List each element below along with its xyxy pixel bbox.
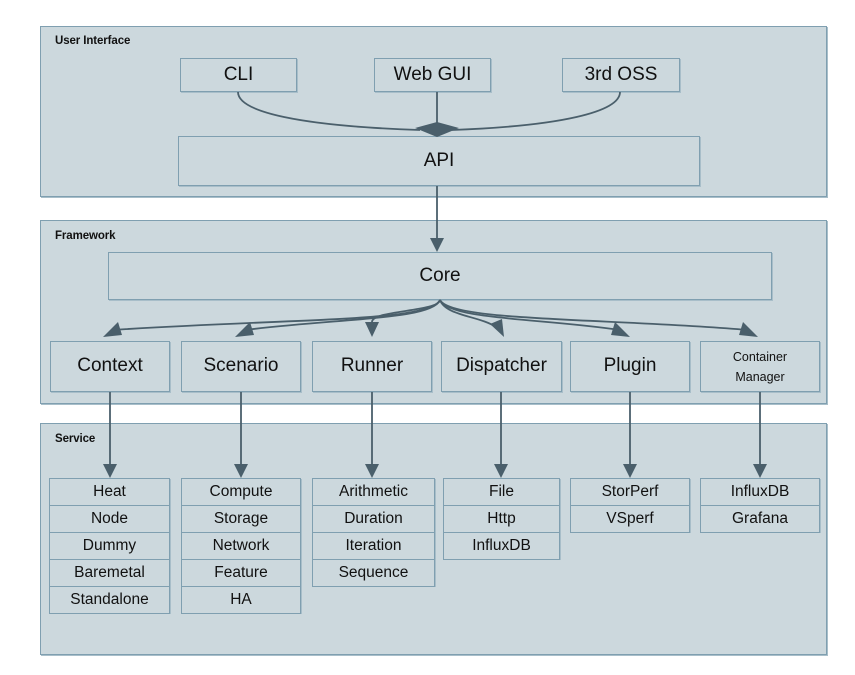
- list-item[interactable]: Http: [443, 505, 560, 533]
- list-item[interactable]: Sequence: [312, 559, 435, 587]
- list-item[interactable]: HA: [181, 586, 301, 614]
- layer-service-title: Service: [55, 433, 96, 445]
- list-item[interactable]: InfluxDB: [700, 478, 820, 506]
- layer-user-interface-title: User Interface: [55, 35, 131, 47]
- node-dispatcher[interactable]: Dispatcher: [441, 341, 562, 392]
- list-item[interactable]: File: [443, 478, 560, 506]
- layer-framework-title: Framework: [55, 230, 116, 242]
- node-api[interactable]: API: [178, 136, 700, 186]
- service-column-dispatcher: File Http InfluxDB: [443, 478, 560, 560]
- list-item[interactable]: StorPerf: [570, 478, 690, 506]
- node-context[interactable]: Context: [50, 341, 170, 392]
- list-item[interactable]: Feature: [181, 559, 301, 587]
- node-scenario[interactable]: Scenario: [181, 341, 301, 392]
- node-cli[interactable]: CLI: [180, 58, 297, 92]
- node-core[interactable]: Core: [108, 252, 772, 300]
- list-item[interactable]: Standalone: [49, 586, 170, 614]
- node-plugin[interactable]: Plugin: [570, 341, 690, 392]
- node-3rd-oss[interactable]: 3rd OSS: [562, 58, 680, 92]
- list-item[interactable]: Grafana: [700, 505, 820, 533]
- list-item[interactable]: Network: [181, 532, 301, 560]
- service-column-context: Heat Node Dummy Baremetal Standalone: [49, 478, 170, 614]
- list-item[interactable]: InfluxDB: [443, 532, 560, 560]
- list-item[interactable]: Iteration: [312, 532, 435, 560]
- list-item[interactable]: Arithmetic: [312, 478, 435, 506]
- service-column-plugin: StorPerf VSperf: [570, 478, 690, 533]
- node-container-manager-line2: Manager: [735, 369, 785, 384]
- service-column-container-manager: InfluxDB Grafana: [700, 478, 820, 533]
- list-item[interactable]: VSperf: [570, 505, 690, 533]
- node-web-gui[interactable]: Web GUI: [374, 58, 491, 92]
- node-runner[interactable]: Runner: [312, 341, 432, 392]
- list-item[interactable]: Duration: [312, 505, 435, 533]
- list-item[interactable]: Baremetal: [49, 559, 170, 587]
- list-item[interactable]: Heat: [49, 478, 170, 506]
- service-column-scenario: Compute Storage Network Feature HA: [181, 478, 301, 614]
- node-container-manager-line1: Container: [732, 349, 788, 364]
- node-container-manager[interactable]: Container Manager: [700, 341, 820, 392]
- list-item[interactable]: Storage: [181, 505, 301, 533]
- list-item[interactable]: Compute: [181, 478, 301, 506]
- service-column-runner: Arithmetic Duration Iteration Sequence: [312, 478, 435, 587]
- list-item[interactable]: Dummy: [49, 532, 170, 560]
- list-item[interactable]: Node: [49, 505, 170, 533]
